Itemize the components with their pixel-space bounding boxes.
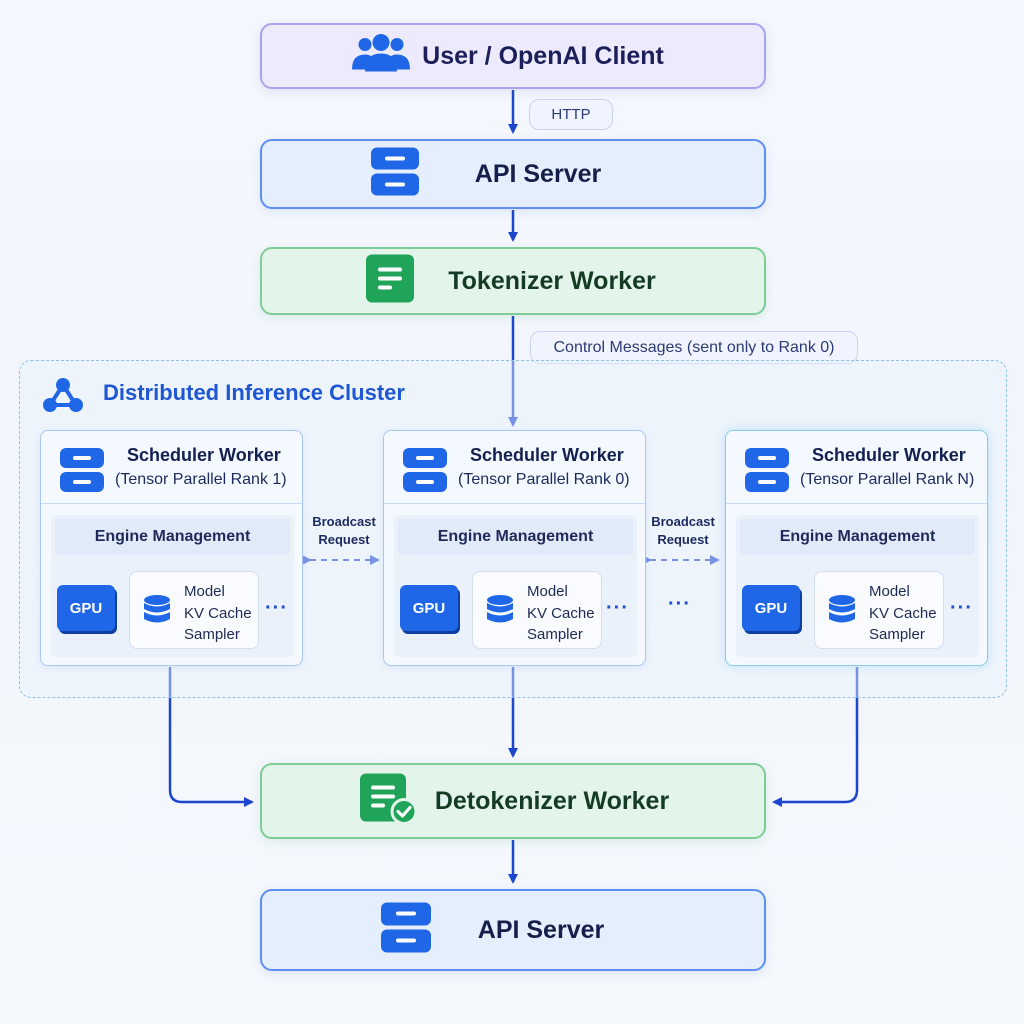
scheduler-worker-rank1: Scheduler Worker (Tensor Parallel Rank 1… <box>40 430 303 666</box>
client-label: User / OpenAI Client <box>422 41 664 70</box>
document-check-icon <box>358 772 420 831</box>
detokenizer-node: Detokenizer Worker <box>260 763 766 839</box>
worker-subtitle: (Tensor Parallel Rank 0) <box>458 471 630 488</box>
database-icon <box>827 594 857 633</box>
arrow-rankN-to-detokenizer <box>772 667 859 807</box>
document-icon <box>366 254 414 308</box>
server-icon <box>59 447 105 498</box>
component-card: Model KV Cache Sampler <box>814 571 944 649</box>
component-kv-cache: KV Cache <box>527 604 595 622</box>
engine-label: Engine Management <box>398 519 633 555</box>
api-server-top-node: API Server <box>260 139 766 209</box>
component-kv-cache: KV Cache <box>869 604 937 622</box>
database-icon <box>485 594 515 633</box>
database-icon <box>142 594 172 633</box>
control-messages-label: Control Messages (sent only to Rank 0) <box>530 331 858 364</box>
server-icon <box>402 447 448 498</box>
component-card: Model KV Cache Sampler <box>129 571 259 649</box>
http-label: HTTP <box>529 99 613 130</box>
component-sampler: Sampler <box>184 626 240 643</box>
api-server-bottom-label: API Server <box>477 915 605 944</box>
engine-label: Engine Management <box>740 519 975 555</box>
network-icon <box>42 377 84 418</box>
server-icon <box>380 902 432 959</box>
component-sampler: Sampler <box>869 626 925 643</box>
engine-management: Engine Management GPU Model KV Cache Sam… <box>394 515 637 657</box>
scheduler-worker-rank0: Scheduler Worker (Tensor Parallel Rank 0… <box>383 430 646 666</box>
worker-title: Scheduler Worker <box>812 445 966 465</box>
component-model: Model <box>527 583 568 600</box>
more-ellipsis: ··· <box>606 597 629 619</box>
component-sampler: Sampler <box>527 626 583 643</box>
component-model: Model <box>184 583 225 600</box>
engine-label: Engine Management <box>55 519 290 555</box>
client-node: User / OpenAI Client <box>260 23 766 89</box>
broadcast-label-left: Broadcast Request <box>312 514 376 547</box>
server-icon <box>744 447 790 498</box>
server-icon <box>370 147 420 202</box>
more-ellipsis: ··· <box>265 597 288 619</box>
engine-management: Engine Management GPU Model KV Cache Sam… <box>51 515 294 657</box>
tokenizer-node: Tokenizer Worker <box>260 247 766 315</box>
arrow-rank1-to-detokenizer <box>168 667 254 807</box>
api-server-bottom-node: API Server <box>260 889 766 971</box>
between-ellipsis: ··· <box>668 593 691 615</box>
engine-management: Engine Management GPU Model KV Cache Sam… <box>736 515 979 657</box>
component-model: Model <box>869 583 910 600</box>
tokenizer-label: Tokenizer Worker <box>448 266 656 295</box>
scheduler-worker-rankN: Scheduler Worker (Tensor Parallel Rank N… <box>725 430 988 666</box>
gpu-chip: GPU <box>742 585 800 631</box>
users-icon <box>350 34 412 79</box>
worker-title: Scheduler Worker <box>470 445 624 465</box>
component-kv-cache: KV Cache <box>184 604 252 622</box>
more-ellipsis: ··· <box>950 597 973 619</box>
detokenizer-label: Detokenizer Worker <box>434 786 670 815</box>
worker-subtitle: (Tensor Parallel Rank 1) <box>115 471 287 488</box>
worker-title: Scheduler Worker <box>127 445 281 465</box>
cluster-title: Distributed Inference Cluster <box>103 380 405 405</box>
worker-subtitle: (Tensor Parallel Rank N) <box>800 471 975 488</box>
gpu-chip: GPU <box>400 585 458 631</box>
api-server-top-label: API Server <box>474 159 602 188</box>
gpu-chip: GPU <box>57 585 115 631</box>
component-card: Model KV Cache Sampler <box>472 571 602 649</box>
broadcast-label-right: Broadcast Request <box>651 514 715 547</box>
